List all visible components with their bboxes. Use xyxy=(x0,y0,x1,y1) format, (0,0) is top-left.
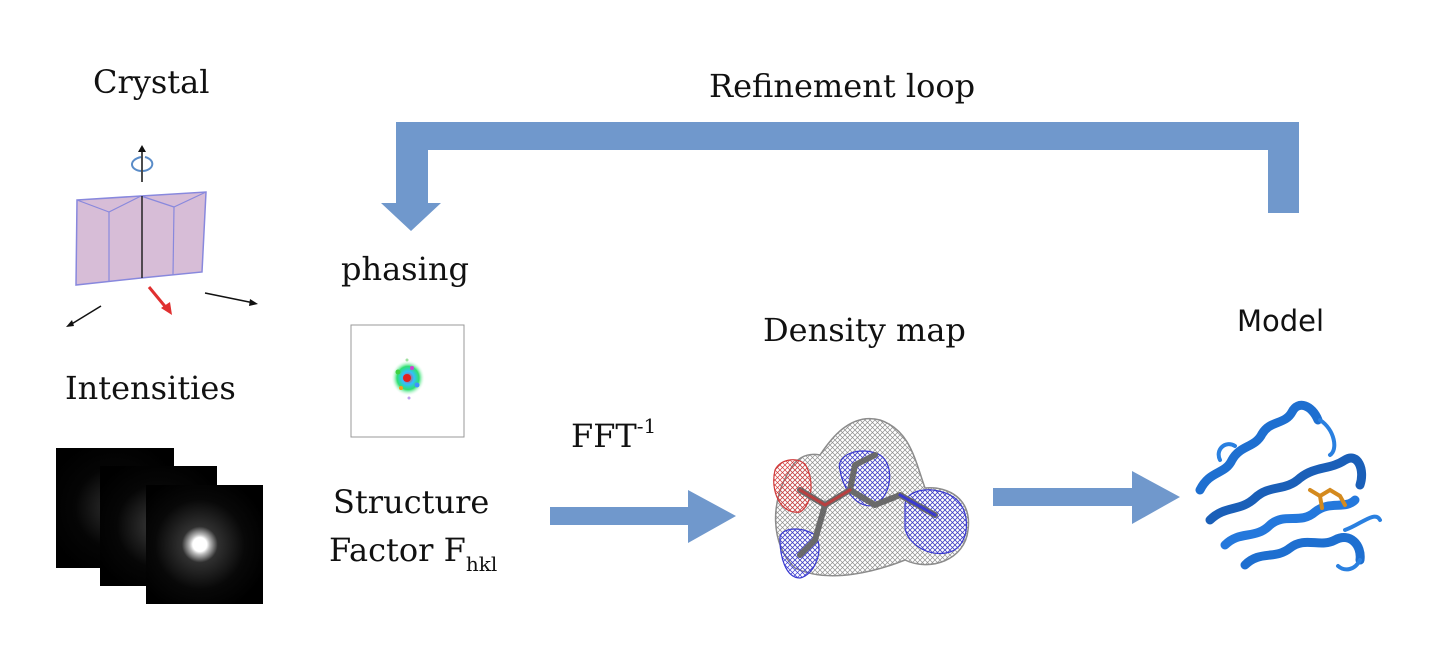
refinement-loop-arrow xyxy=(381,122,1299,231)
density-map-illustration xyxy=(773,417,970,579)
phase-map-box xyxy=(350,324,465,438)
diffraction-frame-front xyxy=(146,485,263,604)
intensities-label: Intensities xyxy=(65,369,236,407)
crystal-illustration xyxy=(66,145,258,327)
fft-label: FFT-1 xyxy=(571,416,656,455)
density-to-model-arrow xyxy=(993,471,1180,524)
crystal-label: Crystal xyxy=(93,63,210,101)
structure-factor-text: Factor F xyxy=(329,531,466,569)
refinement-loop-label: Refinement loop xyxy=(709,67,976,105)
fft-superscript: -1 xyxy=(636,414,657,438)
axis-arrow-left xyxy=(69,305,102,326)
structure-factor-label-line1: Structure xyxy=(333,483,490,521)
crystal-prism xyxy=(75,191,207,286)
structure-factor-label-line2: Factor Fhkl xyxy=(329,531,497,574)
axis-arrow-right xyxy=(204,292,255,304)
phasing-label: phasing xyxy=(341,250,469,288)
model-label: Model xyxy=(1237,304,1325,338)
structure-factor-subscript: hkl xyxy=(465,552,498,576)
fft-arrow xyxy=(550,490,736,543)
density-map-label: Density map xyxy=(763,311,966,349)
rotation-icon xyxy=(131,156,142,172)
fft-text: FFT xyxy=(571,417,637,455)
protein-model-illustration xyxy=(1195,400,1382,572)
